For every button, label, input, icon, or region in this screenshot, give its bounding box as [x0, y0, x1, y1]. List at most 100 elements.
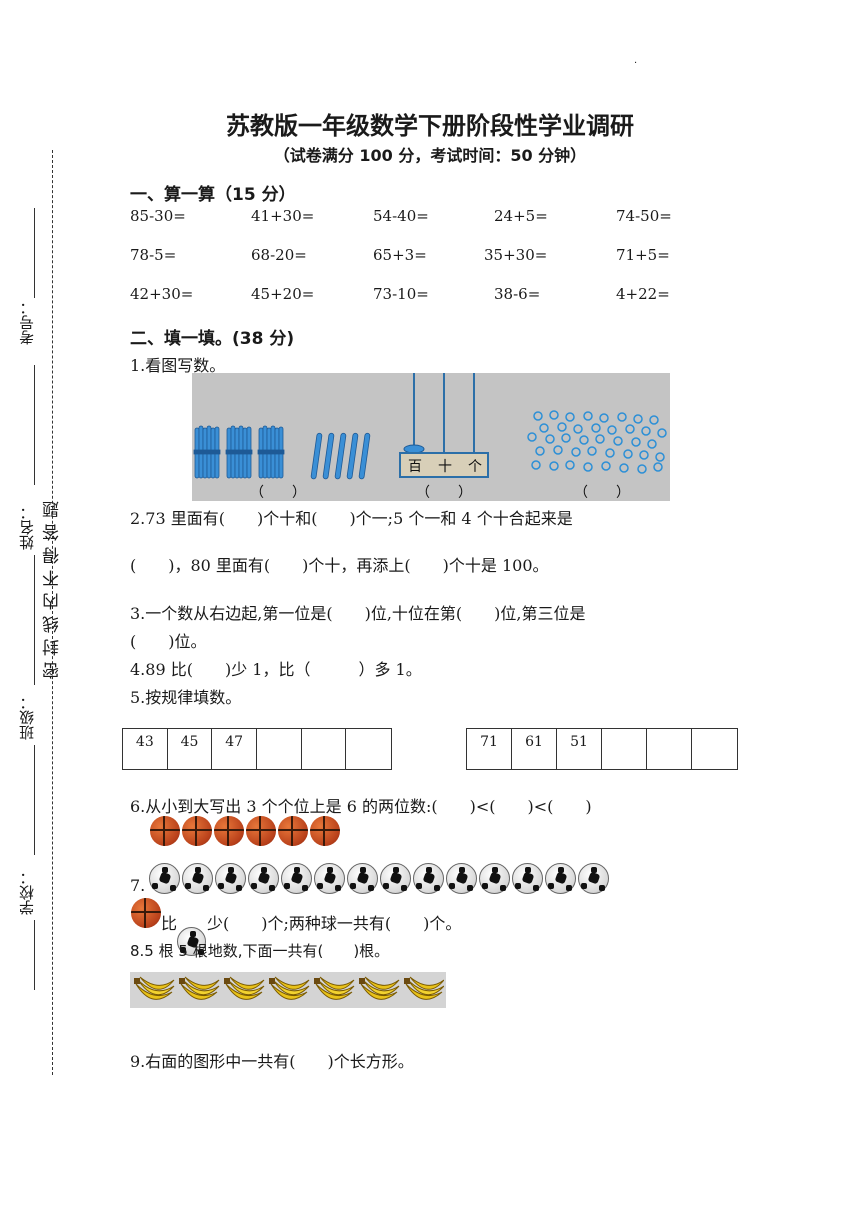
seq1-cell-2: 45 — [168, 729, 213, 769]
question-7-bi: 比 — [161, 914, 178, 933]
soccer-ball-icon — [413, 863, 444, 894]
soccer-ball-icon — [380, 863, 411, 894]
q1-blank-1[interactable]: （ ） — [250, 485, 306, 501]
soccer-ball-icon — [281, 863, 312, 894]
seq1-cell-4[interactable] — [257, 729, 302, 769]
class-line-top — [34, 555, 35, 685]
seq2-cell-6[interactable] — [692, 729, 737, 769]
basketball-icon — [214, 816, 244, 846]
seq2-cell-2: 61 — [512, 729, 557, 769]
q7-soccerball-compare-icon — [177, 927, 206, 956]
seq2-cell-1: 71 — [467, 729, 512, 769]
seq2-cell-3: 51 — [557, 729, 602, 769]
soccer-ball-icon — [149, 863, 180, 894]
section1-title: 一、算一算（15 分） — [130, 185, 296, 205]
abacus-label-ge: 个 — [468, 459, 482, 475]
q8-bananas — [130, 972, 446, 1008]
stick-bundles-icon — [193, 425, 285, 479]
school-line-bottom — [34, 920, 35, 990]
calc-2-3: 65+3= — [373, 246, 427, 264]
dots-cluster-icon — [527, 410, 667, 474]
soccer-ball-icon — [479, 863, 510, 894]
basketball-icon — [150, 816, 180, 846]
page-title: 苏教版一年级数学下册阶段性学业调研 — [226, 112, 634, 140]
calc-2-5: 71+5= — [616, 246, 670, 264]
abacus-icon — [399, 373, 489, 478]
question-3-line2: ( )位。 — [130, 632, 207, 651]
kaohao-line — [34, 208, 35, 298]
question-1: 1.看图写数。 — [130, 356, 226, 375]
soccer-ball-icon — [512, 863, 543, 894]
calc-1-2: 41+30= — [251, 207, 315, 225]
soccer-ball-icon — [578, 863, 609, 894]
q1-blank-3[interactable]: （ ） — [574, 485, 630, 501]
banana-icon — [358, 976, 400, 1000]
basketball-icon — [182, 816, 212, 846]
question-7-rest: 少( )个;两种球一共有( )个。 — [207, 914, 462, 933]
seq1-cell-5[interactable] — [302, 729, 347, 769]
banana-icon — [403, 976, 444, 1000]
banana-icon — [313, 976, 355, 1000]
binding-dashed-line — [52, 150, 53, 1075]
school-line-top — [34, 745, 35, 855]
calc-1-4: 24+5= — [494, 207, 548, 225]
q1-blank-2[interactable]: （ ） — [416, 485, 472, 501]
q5-sequence-1: 43 45 47 — [122, 728, 392, 770]
question-5: 5.按规律填数。 — [130, 688, 242, 707]
header-mark: · — [634, 58, 638, 69]
calc-3-3: 73-10= — [373, 285, 429, 303]
question-6: 6.从小到大写出 3 个个位上是 6 的两位数:( )<( )<( ) — [130, 797, 592, 816]
question-2-line1: 2.73 里面有( )个十和( )个一;5 个一和 4 个十合起来是 — [130, 509, 573, 528]
banana-icon — [223, 976, 265, 1000]
banana-bunches-svg — [134, 976, 444, 1000]
single-sticks-icon — [310, 432, 371, 480]
page-subtitle: （试卷满分 100 分，考试时间：50 分钟） — [273, 146, 587, 165]
calc-3-1: 42+30= — [130, 285, 194, 303]
question-3-line1: 3.一个数从右边起,第一位是( )位,十位在第( )位,第三位是 — [130, 604, 586, 623]
banana-icon — [134, 976, 175, 1000]
class-label: 班级： — [18, 695, 36, 740]
seq1-cell-1: 43 — [123, 729, 168, 769]
seq2-cell-4[interactable] — [602, 729, 647, 769]
calc-1-1: 85-30= — [130, 207, 186, 225]
soccer-ball-icon — [182, 863, 213, 894]
q1-picture-svg: 百 十 个 （ ） （ ） （ ） — [193, 373, 667, 501]
q7-soccerball-row — [149, 863, 609, 894]
question-8: 8.5 根 5 根地数,下面一共有( )根。 — [130, 942, 390, 960]
section2-title: 二、填一填。(38 分) — [130, 329, 295, 349]
seal-text: 密封线内不得答题 — [43, 495, 63, 679]
calc-2-1: 78-5= — [130, 246, 177, 264]
kaohao-label: 考号： — [18, 300, 36, 345]
q1-picture: 百 十 个 （ ） （ ） （ ） — [192, 373, 670, 501]
calc-3-2: 45+20= — [251, 285, 315, 303]
abacus-label-bai: 百 — [408, 459, 422, 475]
q7-basketball-compare-icon — [131, 898, 161, 928]
basketball-icon — [310, 816, 340, 846]
question-7-number: 7. — [130, 876, 146, 895]
soccer-ball-icon — [446, 863, 477, 894]
soccer-ball-icon — [314, 863, 345, 894]
q5-sequence-2: 71 61 51 — [466, 728, 738, 770]
seq2-cell-5[interactable] — [647, 729, 692, 769]
basketball-icon — [246, 816, 276, 846]
calc-3-5: 4+22= — [616, 285, 670, 303]
seq1-cell-3: 47 — [212, 729, 258, 769]
basketball-icon — [278, 816, 308, 846]
seq1-cell-6[interactable] — [346, 729, 391, 769]
banana-icon — [178, 976, 220, 1000]
calc-1-3: 54-40= — [373, 207, 429, 225]
calc-2-2: 68-20= — [251, 246, 307, 264]
calc-3-4: 38-6= — [494, 285, 541, 303]
soccer-ball-icon — [545, 863, 576, 894]
name-label: 姓名： — [18, 505, 36, 550]
calc-2-4: 35+30= — [484, 246, 548, 264]
soccer-ball-icon — [248, 863, 279, 894]
soccer-ball-icon — [347, 863, 378, 894]
name-line-top — [34, 365, 35, 485]
q7-basketball-row — [150, 816, 340, 846]
question-4: 4.89 比( )少 1，比（ ）多 1。 — [130, 660, 422, 679]
banana-icon — [268, 976, 310, 1000]
soccer-ball-icon — [215, 863, 246, 894]
calc-1-5: 74-50= — [616, 207, 672, 225]
question-2-line2: ( )，80 里面有( )个十，再添上( )个十是 100。 — [130, 556, 549, 575]
